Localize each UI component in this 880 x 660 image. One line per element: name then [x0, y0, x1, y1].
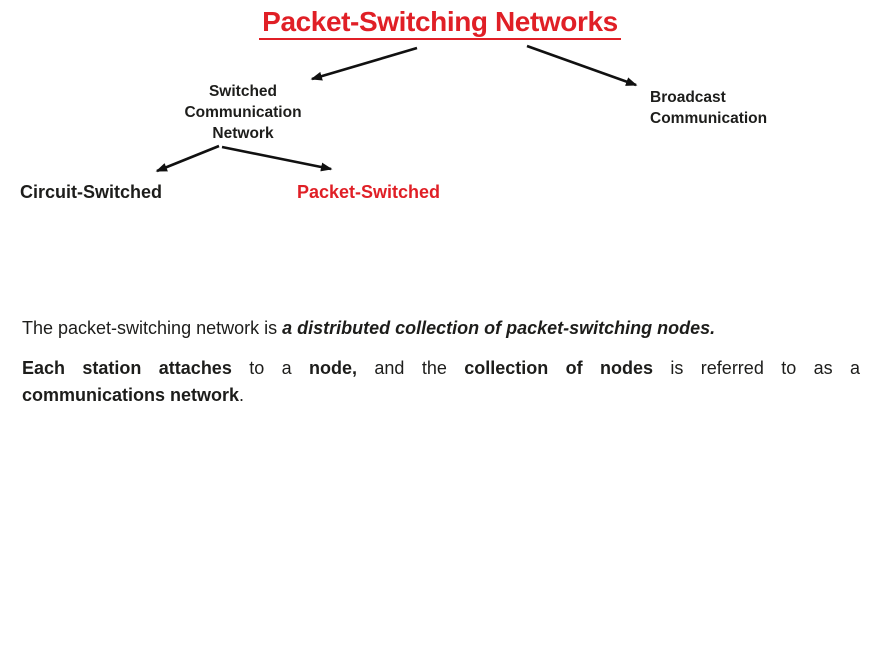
text-segment: The packet-switching network is — [22, 318, 283, 338]
title-wrap: Packet-Switching Networks — [0, 6, 880, 40]
text-segment: . — [239, 384, 245, 405]
arrow-switched-to-circuit — [155, 144, 220, 173]
text-segment: communications network — [22, 384, 240, 405]
text-segment: a distributed collection of packet-switc… — [282, 318, 716, 338]
text-segment: collection of nodes — [464, 358, 654, 378]
paragraph-definition: The packet-switching network is a distri… — [22, 315, 860, 341]
arrow-title-to-broadcast — [526, 44, 638, 87]
text-segment: Each station attaches — [22, 358, 232, 378]
paragraph-line: Each station attaches to a node, and the… — [22, 355, 860, 382]
text-segment: to a — [231, 358, 310, 378]
text-segment: and the — [357, 358, 465, 378]
node-packet-switched: Packet-Switched — [297, 182, 441, 202]
text-segment: node, — [309, 358, 358, 378]
slide-title: Packet-Switching Networks — [259, 6, 621, 40]
arrow-switched-to-packet — [221, 145, 333, 172]
paragraph-station-node: Each station attaches to a node, and the… — [22, 355, 860, 408]
node-circuit-switched: Circuit-Switched — [20, 182, 163, 202]
arrow-title-to-switched — [310, 46, 418, 81]
node-broadcast-communication: Broadcast Communication — [650, 89, 768, 127]
paragraph-line: communications network. — [22, 382, 860, 409]
node-switched-communication-network: Switched Communication Network — [184, 83, 302, 142]
text-segment: is referred to as a — [653, 358, 861, 378]
